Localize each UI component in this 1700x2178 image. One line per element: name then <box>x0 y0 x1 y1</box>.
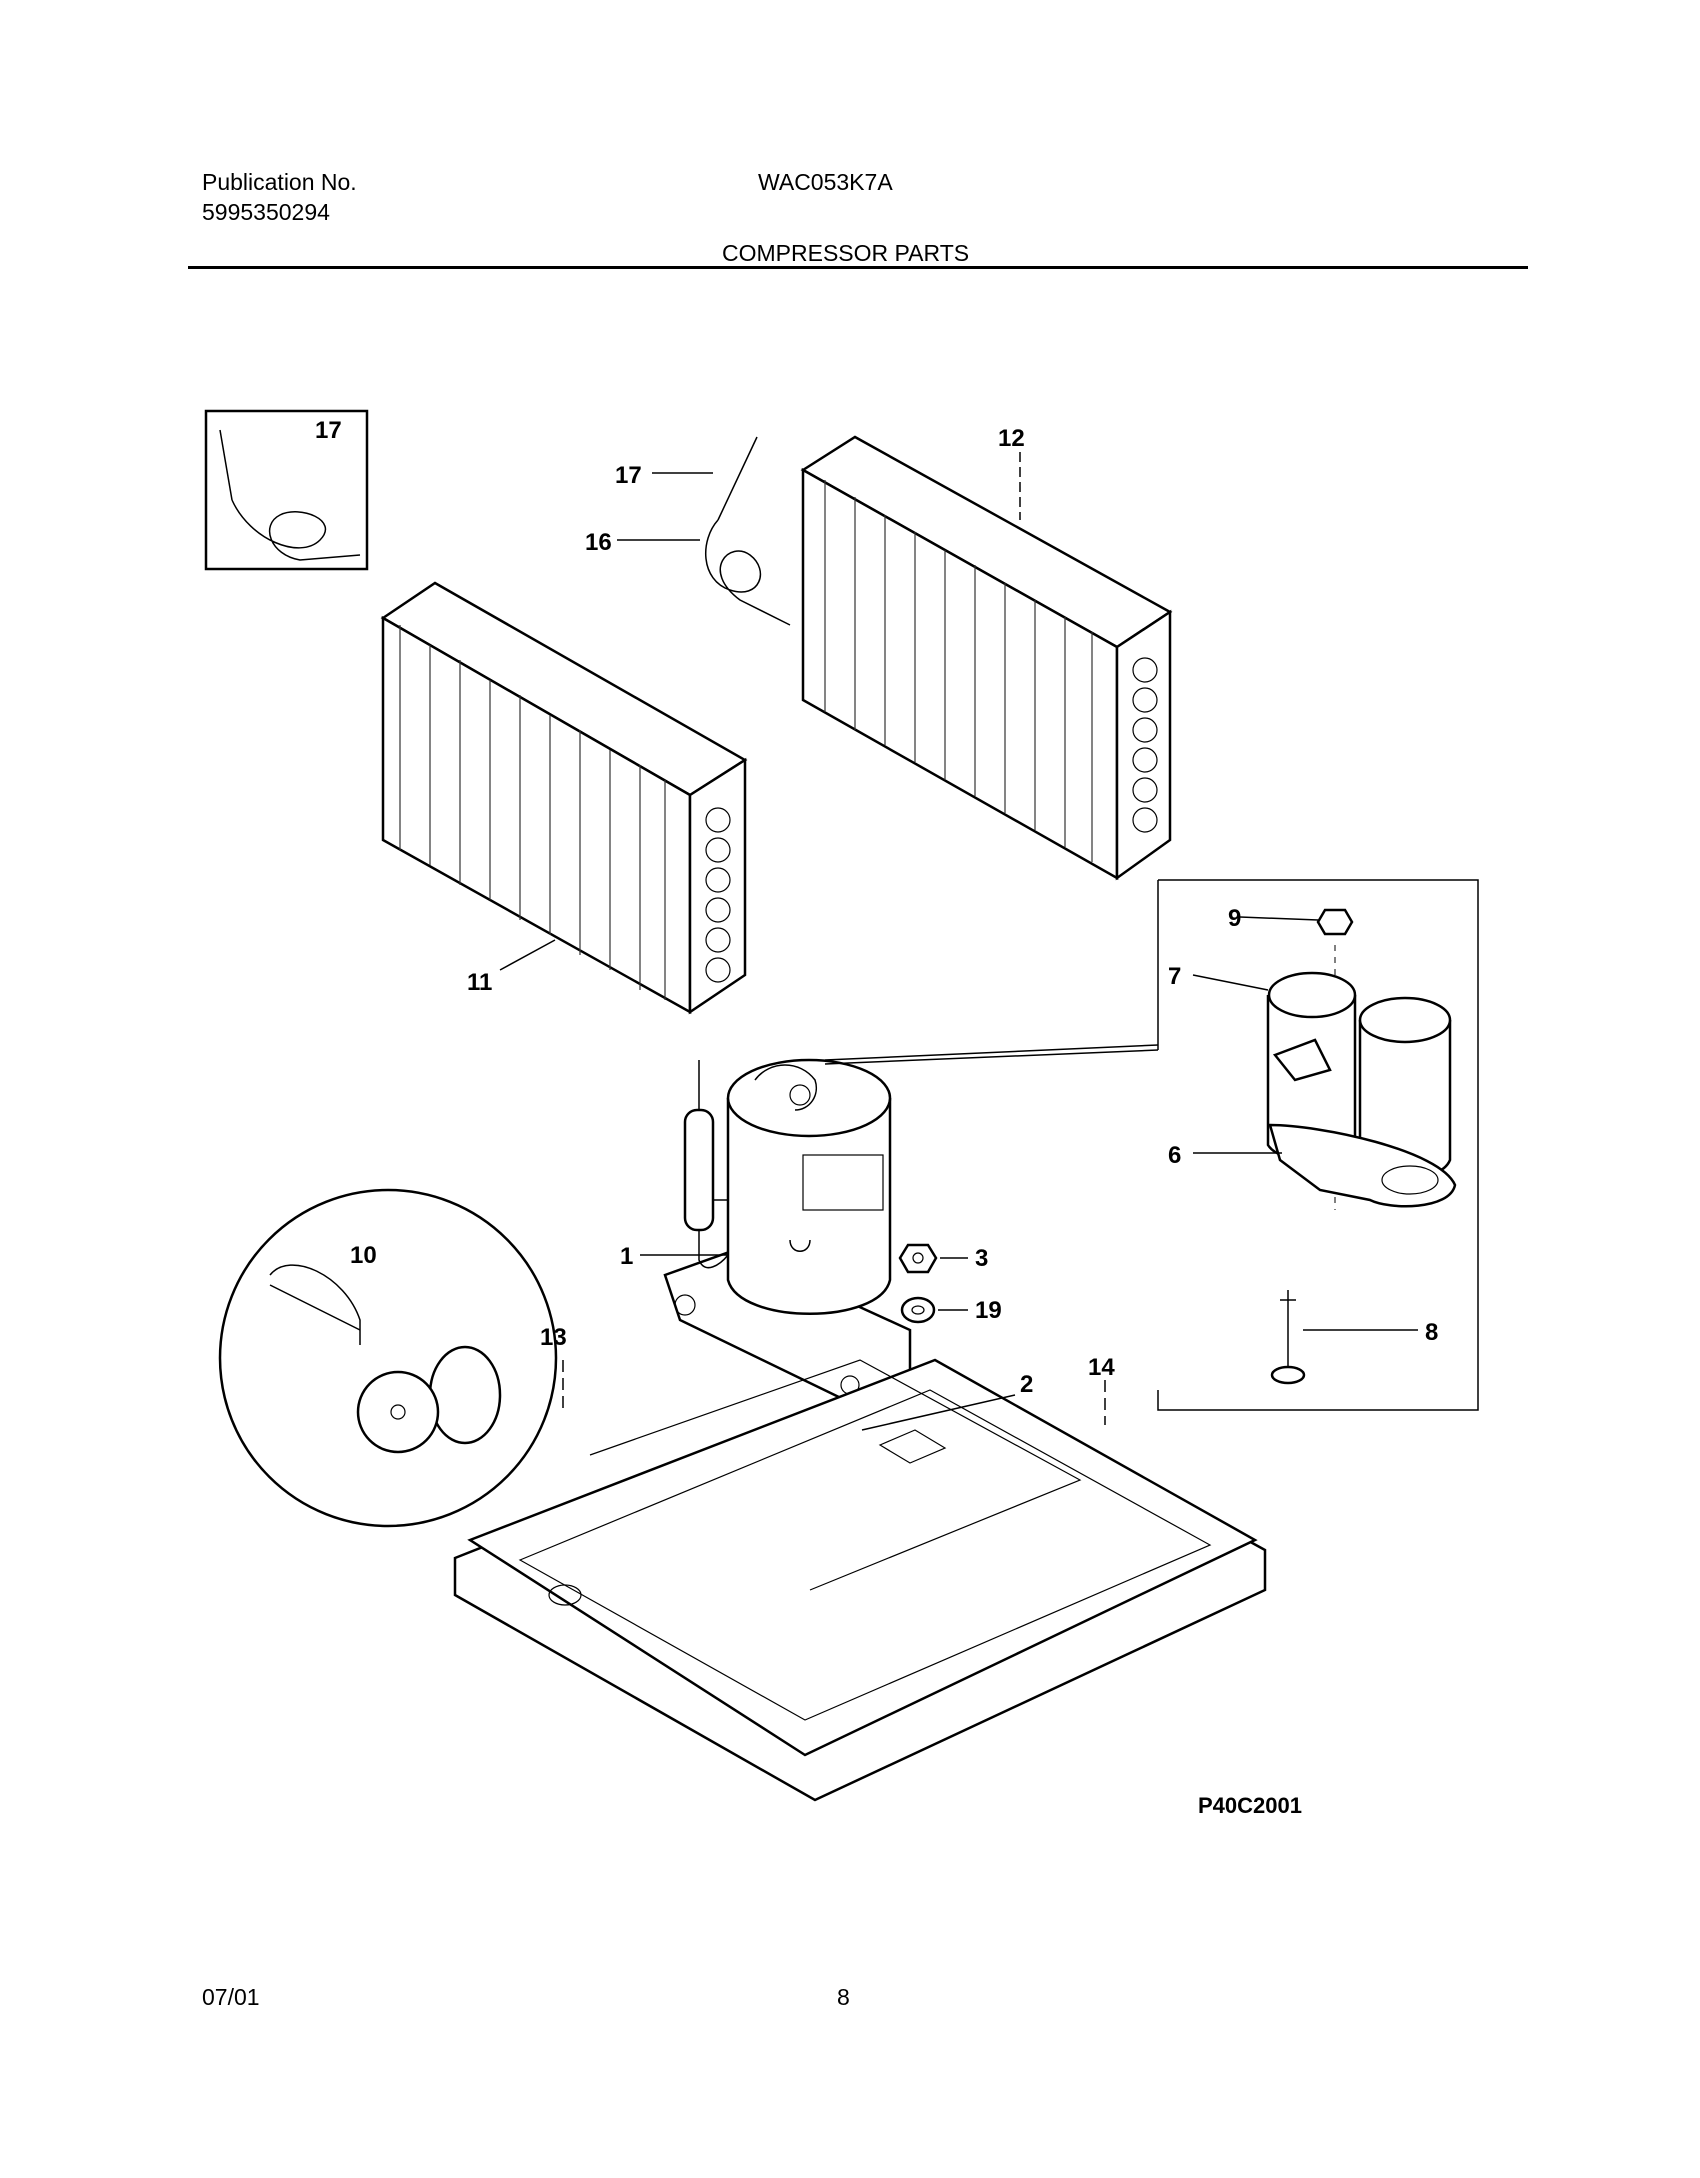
nut-washer <box>898 1243 938 1324</box>
inset-10 <box>218 1188 558 1528</box>
section-title: COMPRESSOR PARTS <box>722 240 970 266</box>
callout-13: 13 <box>540 1324 567 1351</box>
callout-6: 6 <box>1168 1142 1181 1169</box>
callout-9: 9 <box>1228 905 1241 932</box>
callout-16: 16 <box>585 529 612 556</box>
callout-2: 2 <box>1020 1371 1033 1398</box>
publication-label: Publication No. <box>202 169 357 195</box>
compressor-1 <box>663 1058 912 1402</box>
publication-number: 5995350294 <box>202 199 330 225</box>
condenser-coil-11 <box>380 581 748 1015</box>
callout-1: 1 <box>620 1243 633 1270</box>
callout-11: 11 <box>467 969 492 996</box>
header-rule <box>188 266 1528 269</box>
callout-7: 7 <box>1168 963 1181 990</box>
leader-lines <box>499 452 1418 1431</box>
callout-14: 14 <box>1088 1354 1115 1381</box>
inset-6-9 <box>1157 879 1479 1411</box>
capillary-tube <box>705 436 791 626</box>
callout-3: 3 <box>975 1245 988 1272</box>
inset-17 <box>204 409 369 571</box>
callout-17-inset: 17 <box>315 417 342 444</box>
callout-19: 19 <box>975 1297 1002 1324</box>
callout-12: 12 <box>998 425 1025 452</box>
callout-17: 17 <box>615 462 642 489</box>
callout-8: 8 <box>1425 1319 1438 1346</box>
drawing-code: P40C2001 <box>1198 1793 1302 1818</box>
footer-date: 07/01 <box>202 1984 260 2010</box>
model-number: WAC053K7A <box>758 169 893 195</box>
callout-10: 10 <box>350 1242 377 1269</box>
page-number: 8 <box>837 1984 850 2010</box>
evaporator-coil-12 <box>800 435 1173 881</box>
base-pan <box>453 1358 1267 1802</box>
